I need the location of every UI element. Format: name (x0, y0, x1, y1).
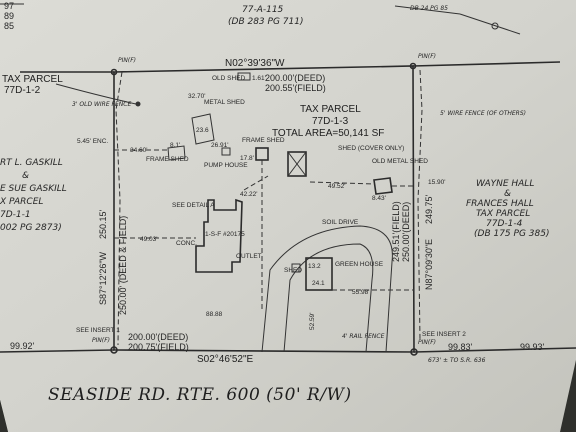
east-owner-line4: TAX PARCEL (476, 209, 530, 219)
green-house (305, 257, 333, 291)
dim-d1: 1.61' (252, 75, 266, 82)
dim-d12: 15.90' (428, 179, 446, 186)
soil-drive-label: SOIL DRIVE (322, 219, 359, 226)
pump-house-label: PUMP HOUSE (204, 162, 248, 169)
east-wire-fence (417, 69, 423, 341)
left-outside-distance: 99.92' (10, 341, 35, 351)
west-owner-line5: 7D-1-1 (0, 210, 31, 220)
east-owner-line6: (DB 175 PG 385) (474, 229, 549, 239)
west-owner-line6: 002 PG 2873) (0, 223, 62, 233)
wire-fence-right-label: 5' WIRE FENCE (OF OTHERS) (440, 110, 526, 117)
bottom-bearing: S02°46'52"E (197, 354, 253, 365)
soil-drive-outer (261, 225, 393, 353)
west-distance-b: 250.00' (DEED & FIELD) (118, 216, 128, 315)
right-outside-note: 673' ± TO S.R. 636 (428, 357, 486, 364)
pin-top-right: PIN(F) (418, 53, 436, 60)
dim-d8: 49.52' (328, 183, 346, 190)
dim-d17: 24.1 (312, 280, 325, 287)
west-tax-parcel-line1: TAX PARCEL (2, 74, 63, 85)
dim-d16: 13.2 (308, 263, 321, 270)
east-owner-line2: & (504, 189, 511, 199)
top-deed-distance: 200.00'(DEED) (265, 73, 325, 83)
old-shed-label: OLD SHED (212, 75, 246, 82)
east-distance-a: 249.75' (424, 194, 434, 224)
west-bearing: S87°12'26"W (98, 251, 108, 305)
metal-shed-label: METAL SHED (204, 99, 245, 106)
dim-d3: 26.91' (211, 142, 229, 149)
west-wire-fence (115, 71, 123, 346)
west-owner-line2: & (22, 171, 29, 181)
title-block-left-line3: 85 (4, 21, 14, 31)
shed-cover-only (287, 151, 307, 177)
right-outside-distance1: 99.83' (448, 342, 473, 352)
rail-fence-label: 4' RAIL FENCE (342, 333, 385, 340)
dim-d7: 17.8' (240, 155, 254, 162)
outlet-label: OUTLET (236, 253, 262, 260)
pin-bottom-right: PIN(F) (418, 339, 436, 346)
metal-shed (191, 113, 215, 145)
conc-label: CONC. (176, 240, 197, 247)
pump-house (221, 147, 231, 156)
pin-top-left: PIN(F) (118, 57, 136, 64)
dim-d6: 23.6 (196, 127, 209, 134)
enc-label: 5.45' ENC. (77, 138, 108, 145)
west-owner-line3: E SUE GASKILL (0, 184, 67, 194)
top-field-distance: 200.55'(FIELD) (265, 83, 326, 93)
east-owner-line5: 77D-1-4 (486, 219, 523, 229)
dim-d15: 88.88 (206, 311, 223, 318)
dim-d10: 42.22' (240, 191, 258, 198)
road-label: SEASIDE RD. RTE. 600 (50' R/W) (48, 385, 352, 405)
subject-parcel-line1: TAX PARCEL (300, 104, 361, 115)
pin-bottom-left: PIN(F) (92, 337, 110, 344)
shed-cover-label: SHED (COVER ONLY) (338, 145, 404, 152)
west-owner-line4: X PARCEL (0, 197, 43, 207)
east-owner-line3: FRANCES HALL (466, 199, 534, 209)
small-shed-label: SHED (284, 267, 302, 274)
house-outline (195, 198, 243, 273)
dim-d13: 55.98' (352, 289, 370, 296)
dim-d5: 8.1' (170, 142, 180, 149)
frame-shed-right-label: FRAME SHED (242, 137, 285, 144)
soil-drive-inner (283, 243, 374, 353)
dim-d11: 49.03' (140, 236, 158, 243)
dim-d2: 32.70' (188, 93, 206, 100)
house-number-label: 1-S-F #20175 (205, 231, 245, 238)
title-block-left-line1: 97 (4, 1, 14, 11)
west-distance-a: 250.15' (98, 209, 108, 239)
green-house-label: GREEN HOUSE (335, 261, 384, 268)
title-block-top-line1: 77-A-115 (242, 5, 284, 15)
old-metal-shed (373, 177, 393, 195)
title-block-left-line2: 89 (4, 11, 14, 21)
frame-shed-left-label: FRAME SHED (146, 156, 189, 163)
dim-d14: 52.59' (309, 312, 316, 330)
right-outside-distance2: 99.93' (520, 342, 545, 352)
west-owner-line1: RT L. GASKILL (0, 158, 63, 168)
bottom-deed-distance: 200.00'(DEED) (128, 332, 188, 342)
bottom-field-distance: 200.75'(FIELD) (128, 342, 189, 352)
insert-right-label: SEE INSERT 2 (422, 331, 466, 338)
top-bearing: N02°39'36"W (225, 58, 285, 69)
subject-parcel-line3: TOTAL AREA=50,141 SF (272, 128, 384, 139)
east-owner-line1: WAYNE HALL (476, 179, 534, 189)
see-detail-label: SEE DETAIL A (172, 202, 215, 209)
corner-reference: DB 24 PG 85 (410, 5, 448, 12)
insert-left-label: SEE INSERT 1 (76, 327, 120, 334)
frame-shed-left (167, 145, 186, 161)
east-bearing: N87°09'30"E (424, 239, 434, 290)
east-distance-b: 250.00'(DEED) (401, 202, 411, 262)
subject-parcel-line2: 77D-1-3 (312, 116, 349, 127)
old-metal-shed-label: OLD METAL SHED (372, 158, 428, 165)
title-block-top-line2: (DB 283 PG 711) (228, 17, 303, 27)
dim-d9: 8.43' (372, 195, 386, 202)
wire-fence-left-label: 3' OLD WIRE FENCE (72, 101, 131, 108)
east-distance-c: 249.51'(FIELD) (391, 201, 401, 262)
west-tax-parcel-line2: 77D-1-2 (4, 85, 41, 96)
